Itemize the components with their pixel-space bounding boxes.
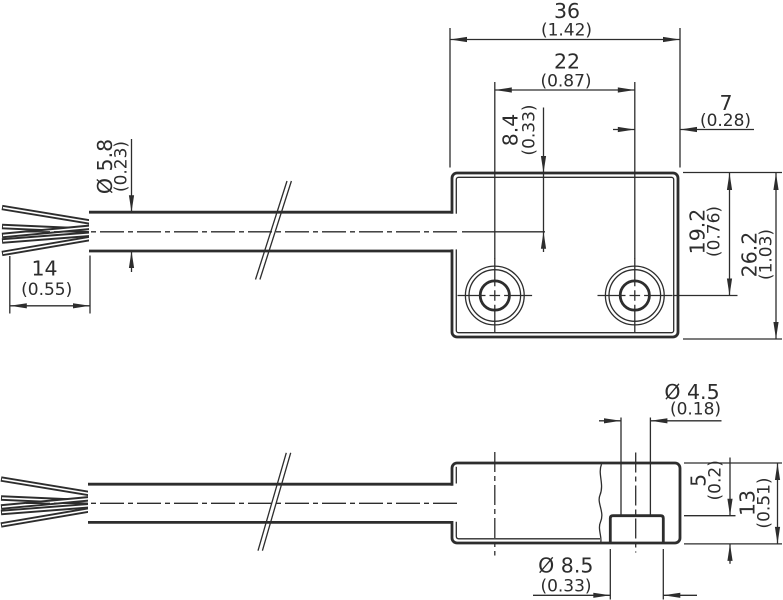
dim-hole-to-edge: 7 (0.28) [613, 91, 754, 133]
dim-label-mm: 22 [554, 49, 580, 73]
dim-label-mm: Ø 5.8 [93, 139, 117, 194]
cable-side [26, 452, 459, 551]
wire-strand-core [2, 206, 94, 224]
counterbore-outline [608, 514, 665, 544]
arrowhead-up [727, 543, 733, 561]
dim-label-inch: (0.33) [540, 576, 591, 596]
arrowhead-right [593, 592, 611, 598]
arrowhead-right [663, 36, 680, 43]
wire-strand-core [2, 237, 94, 255]
housing-inner-edge [455, 176, 675, 334]
dim-label-inch: (0.87) [540, 71, 591, 91]
cable-break-mark [257, 452, 287, 551]
arrowhead-down [726, 278, 733, 296]
cable-wires-side [0, 476, 93, 528]
dim-label-mm: 13 [736, 490, 760, 516]
dim-wire-length: 14 (0.55) [9, 255, 91, 314]
dim-label-inch: (1.42) [541, 21, 592, 41]
arrowhead-down [774, 526, 781, 544]
dim-label-inch: (0.18) [670, 400, 721, 420]
dim-label-inch: (0.33) [520, 104, 540, 155]
arrowhead-left [9, 303, 27, 309]
dim-cable-diameter: Ø 5.8 (0.23) [93, 139, 135, 272]
arrowhead-down [128, 195, 135, 213]
dim-label-mm: 14 [31, 257, 57, 281]
dim-label-mm: 5 [687, 474, 711, 487]
dim-label-mm: 36 [554, 0, 580, 23]
cable-wires-top [1, 204, 94, 257]
arrowhead-down [727, 498, 733, 516]
housing-outline [450, 171, 680, 339]
arrowhead-left [680, 126, 697, 133]
cable-break-mark [254, 180, 288, 280]
dim-overall-height: 26.2 (1.03) [683, 173, 782, 340]
dim-label-inch: (0.23) [112, 141, 132, 192]
arrowhead-up [540, 231, 547, 249]
dim-label-mm: 19.2 [686, 209, 710, 255]
arrowhead-right [617, 126, 635, 133]
dim-label-mm: 26.2 [738, 232, 762, 278]
housing-body-top [450, 171, 680, 339]
arrowhead-left [663, 592, 681, 598]
section-break-line [598, 464, 603, 543]
top-view: 36 (1.42) 22 (0.87) 8.4 (0.33) 7 ( [1, 0, 782, 340]
cable-top [26, 180, 459, 280]
arrowhead-up [726, 173, 733, 190]
arrowhead-up [128, 251, 135, 268]
arrowhead-right [73, 303, 90, 309]
dim-label-inch: (0.2) [706, 460, 726, 500]
dim-label-inch: (0.76) [705, 206, 725, 257]
dim-label-mm: 7 [719, 91, 732, 115]
side-view: Ø 4.5 (0.18) 5 (0.2) 13 (0.51) [0, 380, 782, 600]
dim-label-inch: (0.51) [755, 477, 775, 528]
dim-label-mm: Ø 4.5 [664, 380, 719, 404]
arrowhead-down [540, 156, 547, 173]
mounting-hole-right [597, 258, 673, 333]
arrowhead-down [773, 322, 779, 339]
cable-break-mark [259, 180, 293, 280]
dim-overall-width: 36 (1.42) [449, 0, 681, 168]
hole-section-side [494, 417, 665, 556]
dim-label-inch: (0.28) [700, 111, 751, 131]
wire-strand-core [1, 478, 93, 495]
arrowhead-left [494, 87, 512, 93]
arrowhead-right [604, 418, 621, 424]
dim-hole-axis-from-top: 19.2 (0.76) [672, 171, 782, 297]
mounting-hole-left [457, 258, 533, 333]
dim-counterbore-depth: 5 (0.2) [684, 457, 782, 564]
arrowhead-left [650, 418, 668, 424]
arrowhead-up [774, 463, 781, 480]
dim-counterbore-diameter: Ø 8.5 (0.33) [533, 549, 697, 600]
arrowhead-up [773, 173, 779, 190]
dim-hole-diameter: Ø 4.5 (0.18) [599, 380, 722, 424]
wire-strand-core [2, 233, 94, 242]
arrowhead-right [617, 87, 635, 93]
dim-label-inch: (1.03) [757, 229, 777, 280]
arrowhead-left [450, 36, 467, 43]
cable-break-mark [261, 452, 292, 551]
dim-label-mm: Ø 8.5 [538, 554, 593, 578]
dim-label-mm: 8.4 [499, 114, 523, 147]
wire-strand-core [1, 508, 93, 526]
wire-strand-core [1, 504, 93, 514]
dim-overall-thickness: 13 (0.51) [684, 463, 782, 545]
dim-hole-spacing: 22 (0.87) [494, 49, 636, 259]
dim-label-inch: (0.55) [21, 280, 72, 300]
dim-cable-axis-offset: 8.4 (0.33) [462, 104, 547, 252]
housing-inner-edge [455, 521, 600, 540]
